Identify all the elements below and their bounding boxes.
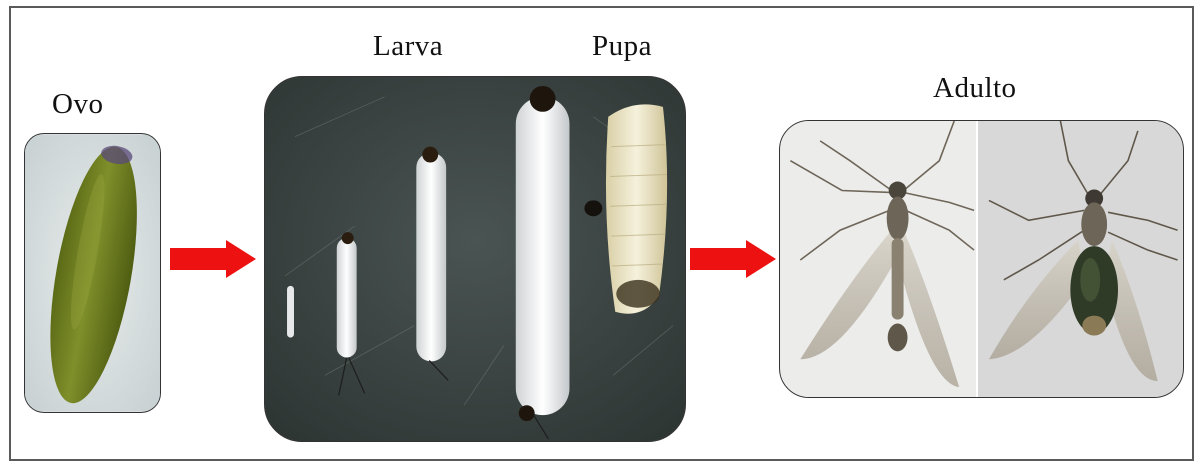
arrow-egg-to-larva xyxy=(168,238,258,280)
egg-photo xyxy=(24,133,161,413)
label-pupa: Pupa xyxy=(592,30,652,63)
label-egg: Ovo xyxy=(52,88,103,121)
arrow-larva-to-adult xyxy=(688,238,778,280)
larva-pupa-illustration xyxy=(265,77,685,441)
label-larva: Larva xyxy=(373,30,443,63)
adult-photo xyxy=(779,120,1184,398)
adult-illustration xyxy=(780,121,1183,397)
larva-pupa-photo xyxy=(264,76,686,442)
label-adult: Adulto xyxy=(933,72,1017,105)
egg-illustration xyxy=(25,134,160,412)
